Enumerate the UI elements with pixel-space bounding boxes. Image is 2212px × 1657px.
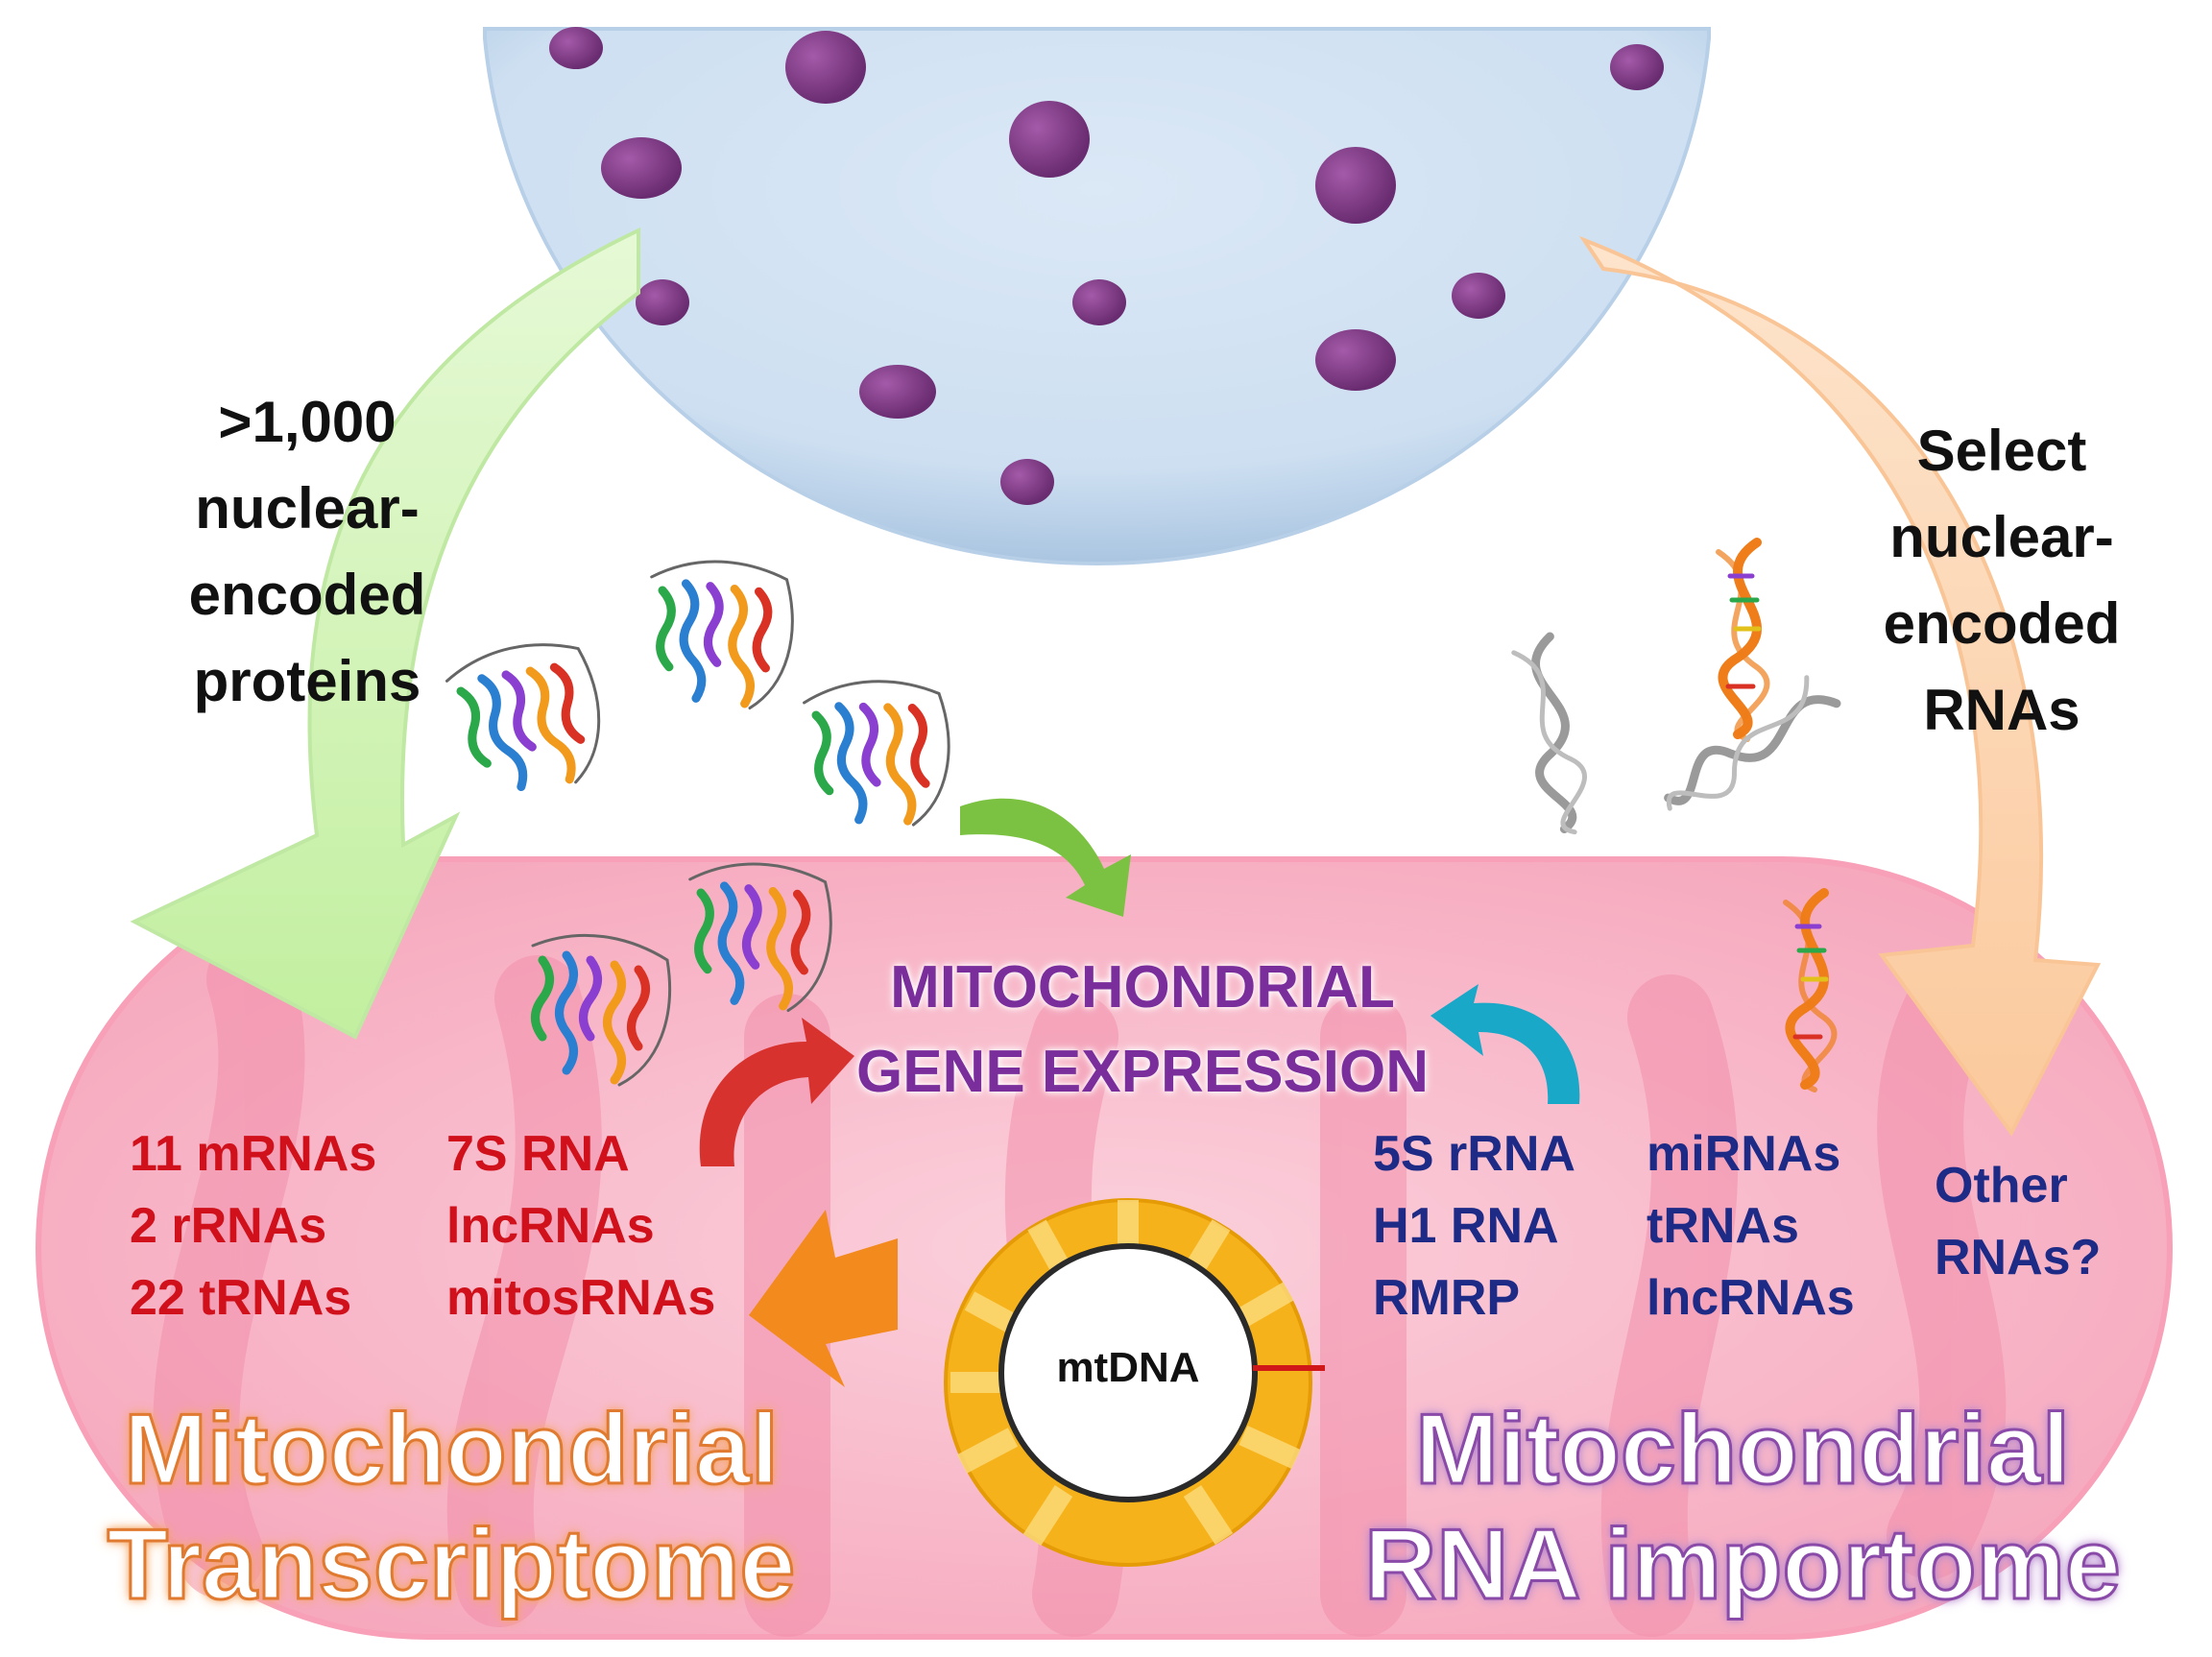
chromatin-dot-icon: [549, 27, 1664, 505]
mt-encoded-list-2: 7S RNA lncRNAs mitosRNAs: [446, 1118, 754, 1334]
mtdna-circle-icon: [944, 1198, 1325, 1567]
nucleus-icon: [483, 27, 1711, 565]
imported-list-2: miRNAs tRNAs lncRNAs: [1647, 1118, 1896, 1334]
list-item: lncRNAs: [1647, 1270, 1855, 1326]
imported-list-1: 5S rRNA H1 RNA RMRP: [1373, 1118, 1642, 1334]
transcriptome-title: Mitochondrial Transcriptome: [106, 1393, 797, 1622]
list-item: Other: [1935, 1158, 2068, 1213]
list-item: 22 tRNAs: [130, 1270, 352, 1326]
arrow-icon: [699, 1018, 854, 1166]
importome-title: Mitochondrial RNA importome: [1363, 1393, 2123, 1622]
list-item: 11 mRNAs: [130, 1126, 377, 1182]
rna-helix-icon: [1511, 538, 1841, 1093]
list-item: tRNAs: [1647, 1198, 1799, 1254]
nuclear-proteins-label: >1,000 nuclear- encoded proteins: [188, 390, 426, 713]
list-item: RNAs?: [1935, 1230, 2102, 1285]
gene-expression-label: MITOCHONDRIAL GENE EXPRESSION: [855, 954, 1430, 1105]
list-item: RMRP: [1373, 1270, 1521, 1326]
list-item: miRNAs: [1647, 1126, 1841, 1182]
mtdna-label: mtDNA: [1056, 1344, 1200, 1391]
imported-list-3: Other RNAs?: [1935, 1150, 2127, 1294]
protein-structure-icon: [445, 560, 950, 1087]
list-item: 2 rRNAs: [130, 1198, 327, 1254]
arrow-icon: [749, 1210, 898, 1387]
list-item: 5S rRNA: [1373, 1126, 1575, 1182]
arrow-icon: [960, 798, 1131, 917]
mt-encoded-list-1: 11 mRNAs 2 rRNAs 22 tRNAs: [130, 1118, 418, 1334]
list-item: 7S RNA: [446, 1126, 630, 1182]
arrow-icon: [1578, 235, 2102, 1137]
list-item: mitosRNAs: [446, 1270, 716, 1326]
arrow-icon: [130, 227, 640, 1040]
list-item: H1 RNA: [1373, 1198, 1559, 1254]
list-item: lncRNAs: [446, 1198, 655, 1254]
nuclear-rnas-label: Select nuclear- encoded RNAs: [1883, 419, 2121, 742]
arrow-icon: [1431, 984, 1580, 1104]
